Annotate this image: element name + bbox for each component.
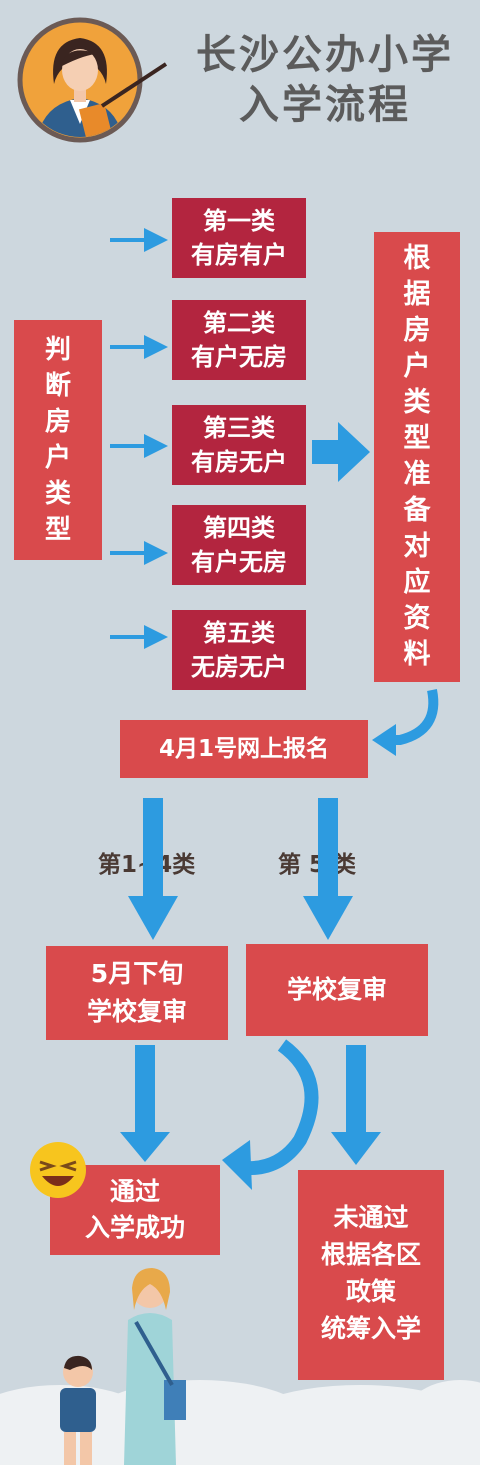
category-box: 第五类 无房无户 [172,610,306,690]
judge-char: 型 [44,515,71,545]
prepare-char: 房 [403,315,431,346]
category-box: 第三类 有房无户 [172,405,306,485]
curved-arrow-icon [244,1039,319,1176]
judge-type-box: 判 断 房 户 类 型 [14,320,102,560]
prepare-char: 准 [403,459,431,490]
down-arrow-icon [143,798,163,898]
prepare-char: 型 [403,423,431,454]
prepare-char: 料 [403,639,431,670]
teacher-avatar [14,14,174,146]
review-left-line-1: 5月下旬 [90,959,184,988]
down-arrow-icon [135,1045,155,1135]
judge-char: 房 [44,407,71,437]
category-box: 第二类 有户无房 [172,300,306,380]
judge-char: 类 [44,479,71,509]
category-name: 第二类 [203,309,275,337]
register-label: 4月1号网上报名 [158,736,329,762]
category-box: 第四类 有户无房 [172,505,306,585]
fail-line-1: 未通过 [333,1203,409,1232]
pass-line-1: 通过 [109,1177,160,1206]
category-desc: 有房有户 [191,241,287,269]
prepare-docs-box: 根 据 房 户 类 型 准 备 对 应 资 料 [374,232,460,682]
prepare-char: 对 [403,531,431,562]
category-name: 第四类 [203,514,275,542]
page-title: 长沙公办小学 入学流程 [170,30,480,130]
title-line-1: 长沙公办小学 [196,32,454,78]
prepare-char: 户 [403,351,431,382]
title-line-2: 入学流程 [239,82,411,128]
fail-line-3: 政策 [345,1277,396,1306]
parent-child-illustration [60,1268,186,1465]
category-desc: 有户无房 [191,548,287,576]
down-arrow-icon [346,1045,366,1135]
category-name: 第五类 [203,619,275,647]
judge-char: 户 [44,443,71,473]
big-arrow-right-icon [312,422,370,482]
prepare-char: 应 [403,567,431,598]
category-name: 第三类 [203,414,275,442]
review-left-box: 5月下旬 学校复审 [46,946,228,1040]
prepare-char: 根 [403,243,431,274]
fail-line-4: 统筹入学 [320,1314,421,1343]
branch-right-label: 第 5 类 [278,852,357,878]
review-left-line-2: 学校复审 [86,997,187,1026]
fail-line-2: 根据各区 [320,1240,421,1269]
prepare-char: 类 [403,387,431,418]
pass-line-2: 入学成功 [84,1213,185,1242]
curved-arrow-icon [390,689,439,745]
fail-box: 未通过 根据各区 政策 统筹入学 [298,1170,444,1380]
prepare-char: 资 [403,603,431,634]
down-arrow-icon [318,798,338,898]
review-right-label: 学校复审 [286,975,387,1004]
judge-char: 断 [44,371,71,401]
category-name: 第一类 [203,207,275,235]
laughing-emoji-icon [30,1142,86,1198]
prepare-char: 据 [403,279,431,310]
category-desc: 有房无户 [191,448,287,476]
prepare-char: 备 [403,495,431,526]
category-box: 第一类 有房有户 [172,198,306,278]
register-box: 4月1号网上报名 [120,720,368,778]
category-desc: 无房无户 [191,653,287,681]
category-desc: 有户无房 [191,343,287,371]
review-right-box: 学校复审 [246,944,428,1036]
judge-char: 判 [44,335,71,365]
